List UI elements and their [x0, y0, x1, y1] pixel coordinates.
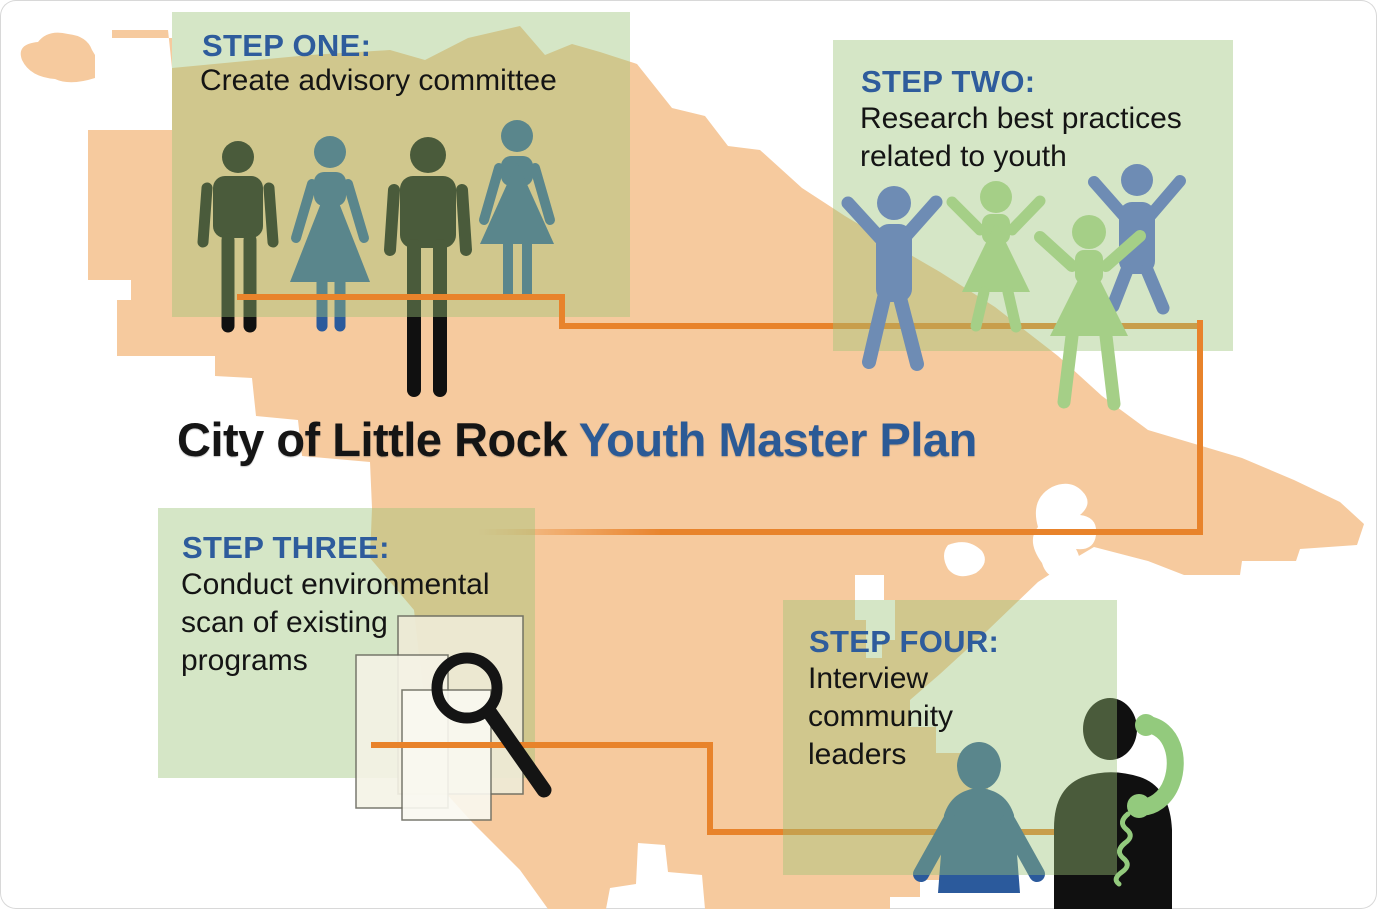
page-title: City of Little Rock Youth Master Plan — [177, 412, 977, 467]
youth-girl-icon — [1034, 215, 1146, 411]
step-one-heading: STEP ONE: — [202, 28, 372, 63]
youth-boy-icon — [841, 186, 943, 371]
person-listening-icon — [913, 742, 1045, 893]
page-title-blue: Youth Master Plan — [578, 413, 978, 466]
step-two-heading: STEP TWO: — [861, 64, 1036, 99]
page-title-black: City of Little Rock — [177, 413, 568, 466]
step-one-description: Create advisory committee — [200, 64, 557, 97]
person-woman-icon — [479, 120, 555, 299]
step-four-description: Interview community leaders — [808, 662, 954, 772]
step-three-description: Conduct environmental scan of existing p… — [181, 568, 490, 678]
step-two-description: Research best practices related to youth — [860, 102, 1182, 174]
phone-cord — [1113, 811, 1133, 887]
person-man-icon — [384, 137, 472, 397]
map-notch-cutout — [855, 575, 895, 658]
youth-raised-arms-people-icons — [841, 164, 1186, 411]
magnifier-icon — [431, 652, 552, 798]
step-four-heading: STEP FOUR: — [809, 624, 1000, 659]
phone-handset-icon — [1113, 714, 1184, 887]
person-man-icon — [197, 141, 279, 333]
step-four-panel — [783, 600, 1117, 875]
person-woman-icon — [290, 136, 370, 332]
connector-step2-step3 — [660, 320, 1203, 535]
step-one-panel — [172, 12, 630, 317]
advisory-committee-people-icons — [197, 120, 555, 397]
youth-girl-icon — [946, 181, 1046, 333]
connector-step3-step4 — [371, 742, 1055, 835]
map-small-cutout — [944, 542, 985, 577]
map-northwest-lobe — [20, 32, 95, 83]
step-three-heading: STEP THREE: — [182, 530, 390, 565]
